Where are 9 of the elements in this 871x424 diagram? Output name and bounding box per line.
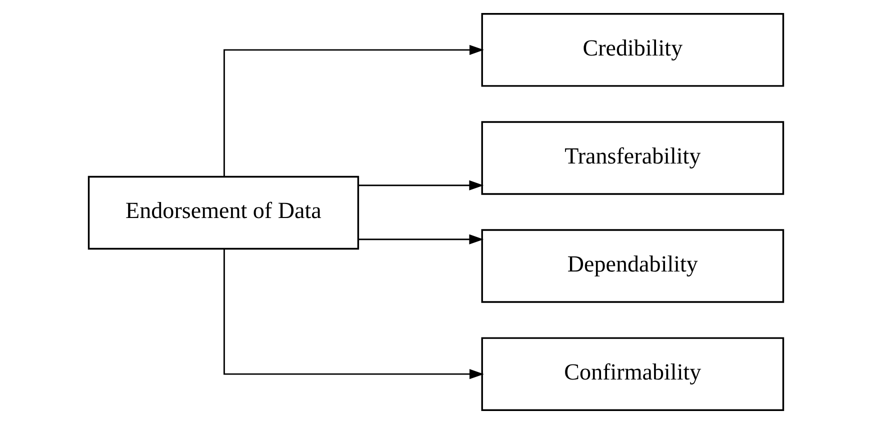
node-box: Credibility: [480, 13, 784, 87]
node-box: Endorsement of Data: [87, 176, 359, 250]
node-box: Transferability: [480, 121, 784, 195]
arrow: [222, 248, 484, 380]
node-box: Dependability: [480, 229, 784, 303]
arrow: [222, 44, 484, 177]
node-box: Confirmability: [480, 337, 784, 411]
arrow: [358, 234, 484, 244]
arrow: [358, 180, 484, 190]
